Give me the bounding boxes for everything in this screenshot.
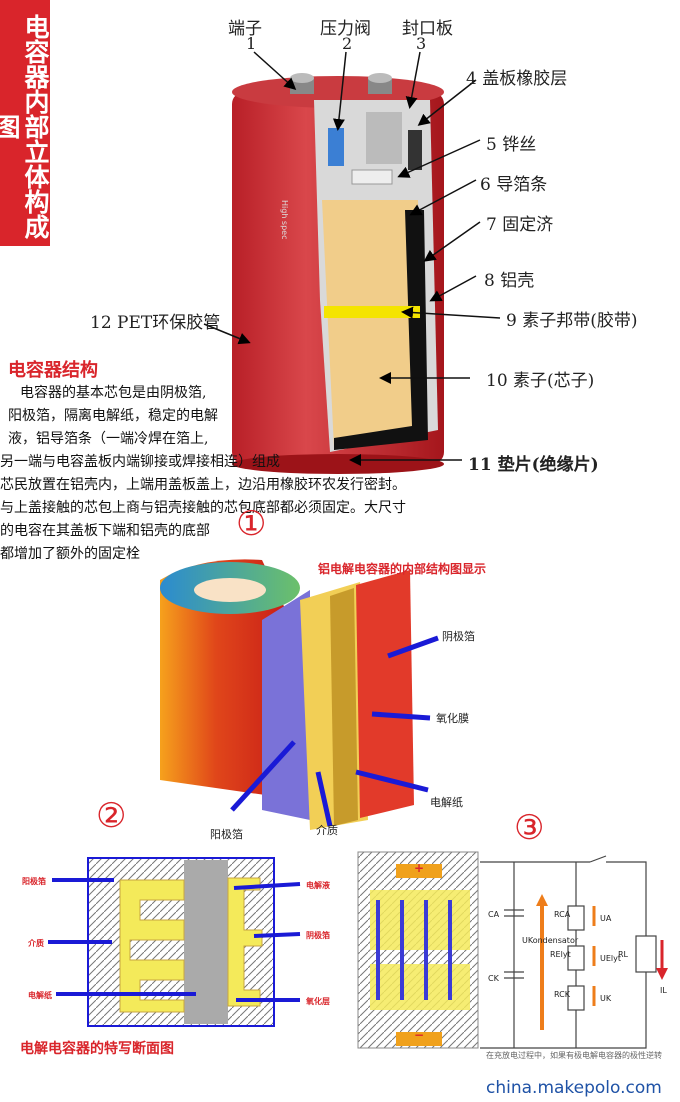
leader-lines — [203, 51, 501, 466]
label-pressure-valve: 压力阀 — [320, 19, 371, 39]
circuit-uelyt: UElyt — [600, 954, 622, 963]
roll-arrows — [230, 635, 439, 827]
label-aluminum-case: 8 铝壳 — [484, 271, 535, 291]
roll-medium: 介质 — [316, 824, 338, 837]
cross-section-arrows — [48, 878, 301, 1002]
label-seal-plate: 封口板 — [402, 19, 453, 39]
cs-cathode-foil: 阴极箔 — [306, 931, 330, 940]
circuit-ua: UA — [600, 914, 612, 923]
label-terminal-num: 1 — [246, 34, 257, 53]
circuit-rca: RCA — [554, 910, 571, 919]
circuit-diagram — [357, 851, 668, 1049]
circuit-uk: UK — [600, 994, 612, 1003]
cs-electrolyte: 电解液 — [306, 881, 330, 890]
minus-icon: − — [414, 1028, 425, 1042]
cs-paper: 电解纸 — [28, 991, 52, 1000]
cross-section-caption: 电解电容器的特写断面图 — [20, 1041, 174, 1057]
label-rubber-layer: 4 盖板橡胶层 — [466, 69, 568, 89]
circuit-ukond: UKondensator — [522, 936, 579, 945]
capacitor-cutaway: High spec — [232, 73, 444, 474]
label-element-core: 10 素子(芯子) — [486, 371, 595, 391]
structure-line-1: 电容器的基本芯包是由阴极箔, — [20, 385, 207, 401]
structure-line-6: 与上盖接触的芯包上商与铝壳接触的芯包底部都必须固定。大尺寸 — [0, 500, 406, 516]
structure-line-7: 的电容在其盖板下端和铝壳的底部 — [0, 523, 210, 539]
vertical-title: 电容器内部立体构成图 — [0, 0, 50, 246]
roll-electrolytic-paper: 电解纸 — [430, 796, 463, 809]
circuit-ck: CK — [488, 974, 499, 983]
roll-anode-foil: 阳极箔 — [210, 828, 243, 841]
roll-title: 铝电解电容器的内部结构图显示 — [318, 562, 487, 576]
circuit-rl: RL — [618, 950, 629, 959]
circuit-note: 在充放电过程中，如果有极电解电容器的极性逆转 — [486, 1051, 662, 1060]
cs-anode-foil: 阳极箔 — [22, 877, 46, 886]
watermark: china.makepolo.com — [486, 1078, 662, 1098]
rolled-element — [160, 559, 414, 830]
label-lead-strip: 6 导箔条 — [480, 175, 548, 195]
circuit-ca: CA — [488, 910, 500, 919]
label-insulating-pad: 11 垫片(绝缘片) — [468, 455, 599, 475]
structure-line-8: 都增加了额外的固定栓 — [0, 546, 140, 562]
marker-three: ③ — [514, 808, 545, 848]
roll-oxide-film: 氧化膜 — [436, 712, 469, 725]
marker-two: ② — [96, 796, 127, 836]
label-element-tape: 9 素子邦带(胶带) — [506, 311, 638, 331]
circuit-relyt: RElyt — [550, 950, 571, 959]
roll-cathode-foil: 阴极箔 — [442, 630, 475, 643]
label-rivet: 5 铧丝 — [486, 135, 537, 155]
label-fixer: 7 固定济 — [486, 215, 554, 235]
circuit-il: IL — [660, 986, 667, 995]
label-seal-plate-num: 3 — [416, 34, 427, 53]
cs-medium: 介质 — [28, 939, 44, 948]
cs-oxide-layer: 氧化层 — [306, 997, 330, 1006]
label-terminal: 端子 — [228, 19, 262, 39]
structure-heading: 电容器结构 — [8, 360, 98, 381]
marker-one: ① — [236, 504, 267, 544]
svg-text:High spec: High spec — [280, 200, 289, 240]
circuit-rck: RCK — [554, 990, 570, 999]
plus-icon: + — [414, 861, 425, 875]
label-pet-sleeve: 12 PET环保胶管 — [90, 313, 221, 333]
label-pressure-valve-num: 2 — [342, 34, 353, 53]
structure-line-5: 芯民放置在铝壳内，上端用盖板盖上，边沿用橡胶环农发行密封。 — [0, 477, 406, 493]
structure-line-2: 阳极箔，隔离电解纸，稳定的电解 — [8, 408, 218, 424]
structure-line-3: 液，铝导箔条（一端冷焊在箔上, — [8, 431, 209, 447]
structure-line-4: 另一端与电容盖板内端铆接或焊接相连）组成 — [0, 454, 280, 470]
